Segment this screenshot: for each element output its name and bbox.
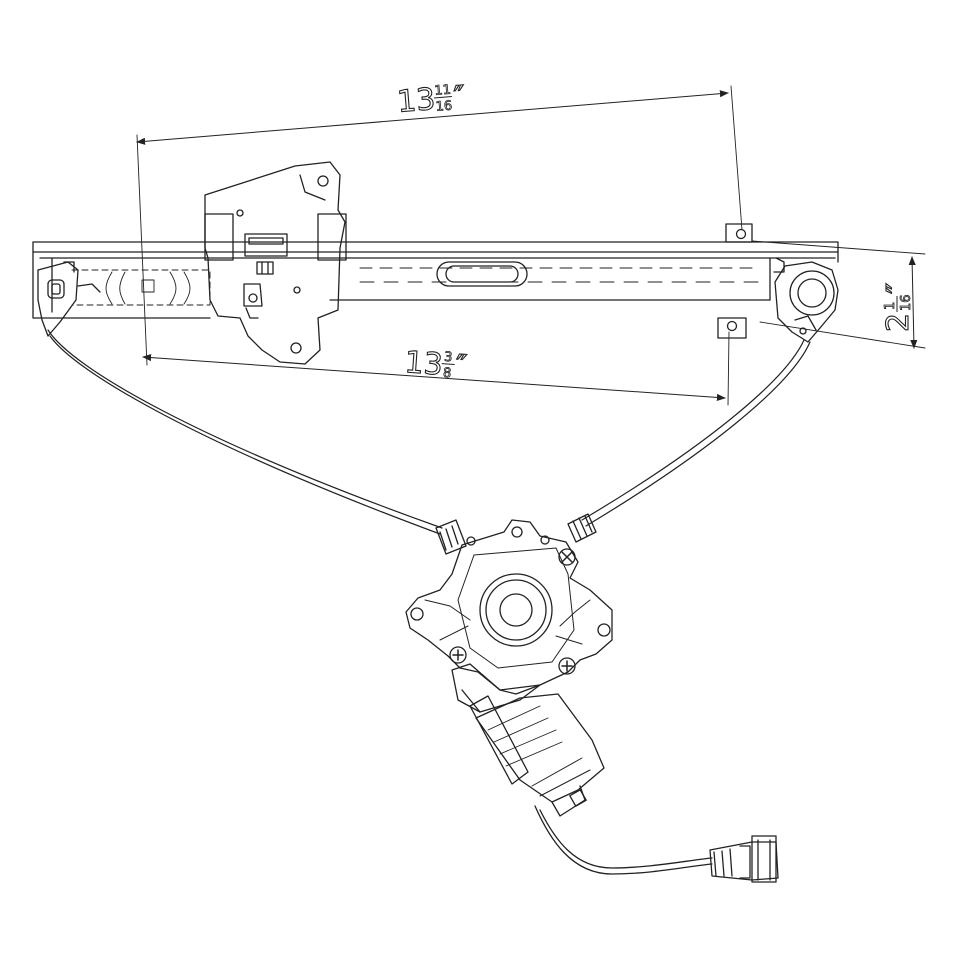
svg-text:1: 1: [883, 302, 898, 310]
dimension-label-top: 13 11 16 ″: [395, 79, 467, 121]
svg-text:13: 13: [396, 82, 437, 120]
screws: [449, 548, 576, 675]
wire-harness: [534, 805, 713, 875]
svg-text:16: 16: [899, 294, 914, 311]
mount-tab-top: [725, 223, 753, 243]
connector: [709, 835, 779, 883]
right-pulley-wheel: [789, 270, 835, 316]
svg-text:″: ″: [881, 283, 916, 294]
right-pulley: [773, 257, 839, 343]
dimension-bottom-length: [142, 331, 730, 406]
motor-housing: [405, 513, 613, 713]
cables: [47, 329, 811, 535]
guide-rail: [32, 241, 839, 319]
svg-text:13: 13: [403, 345, 444, 383]
svg-text:8: 8: [442, 366, 451, 382]
svg-text:2: 2: [881, 313, 916, 332]
dimension-label-bottom: 13 3 8 ″: [403, 345, 469, 385]
rail-slot: [436, 261, 528, 287]
svg-text:3: 3: [444, 350, 453, 366]
lift-plate: [204, 161, 347, 365]
svg-text:″: ″: [453, 80, 467, 116]
electric-motor: [469, 693, 605, 817]
svg-text:″: ″: [454, 349, 468, 385]
left-pulley: [37, 261, 101, 337]
svg-text:11: 11: [434, 83, 452, 99]
mount-tab-bottom: [717, 317, 747, 339]
motor-gear: [479, 573, 553, 647]
dimension-label-height: 2 1 16 ″: [880, 282, 916, 332]
dimension-top-length: [136, 85, 743, 366]
svg-text:16: 16: [435, 99, 453, 115]
